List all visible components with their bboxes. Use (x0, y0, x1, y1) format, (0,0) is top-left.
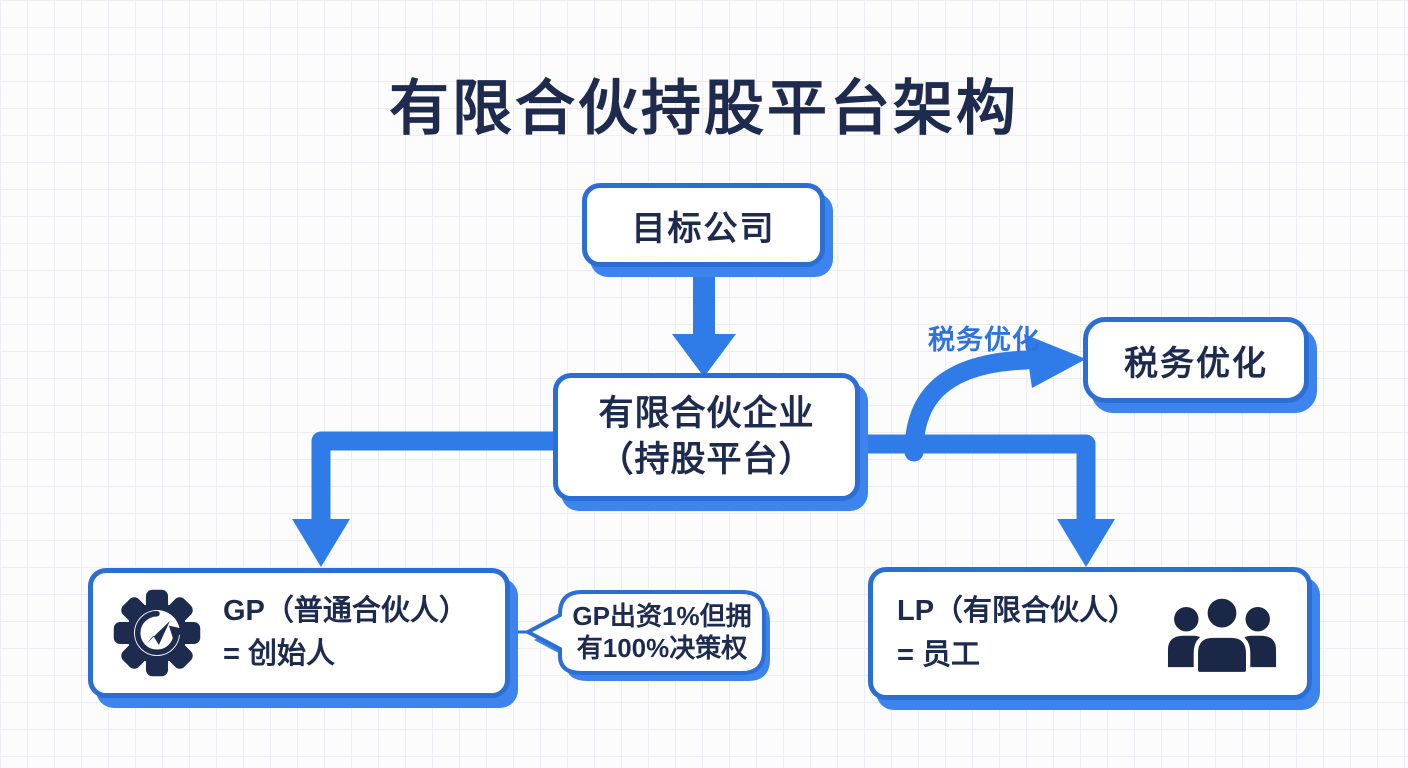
node-gp-line1: GP（普通合伙人） (223, 594, 468, 627)
node-target-company-label: 目标公司 (631, 209, 776, 248)
node-target-company: 目标公司 (582, 183, 825, 267)
node-partnership-line2: （持股平台） (598, 440, 815, 479)
node-lp-employees: LP（有限合伙人） = 员工 (868, 567, 1312, 700)
node-lp-line2: = 员工 (897, 638, 980, 671)
gear-sync-arrow-icon (111, 585, 203, 681)
arrow-partnership-to-tax (904, 334, 1086, 462)
node-partnership-line1: 有限合伙企业 (598, 393, 815, 433)
people-group-icon (1161, 590, 1283, 678)
arrow-partnership-to-gp (292, 431, 556, 567)
node-partnership-platform: 有限合伙企业 （持股平台） (553, 373, 860, 501)
gp-callout-bubble (508, 590, 770, 681)
node-gp-founder: GP（普通合伙人） = 创始人 (88, 568, 510, 698)
arrow-target-to-partnership (672, 266, 736, 377)
node-tax-optimization-label: 税务优化 (1124, 344, 1268, 383)
node-lp-line1: LP（有限合伙人） (897, 595, 1138, 627)
page-title: 有限合伙持股平台架构 (389, 75, 1019, 142)
gp-callout-line2: 有100%决策权 (576, 633, 748, 663)
arrow-partnership-to-lp (858, 434, 1115, 567)
gp-callout-text: GP出资1%但拥 有100%决策权 (562, 596, 762, 668)
gp-callout-line1: GP出资1%但拥 (572, 600, 752, 631)
tax-arrow-label: 税务优化 (928, 325, 1040, 355)
node-gp-line2: = 创始人 (223, 638, 335, 670)
node-tax-optimization: 税务优化 (1083, 317, 1309, 403)
